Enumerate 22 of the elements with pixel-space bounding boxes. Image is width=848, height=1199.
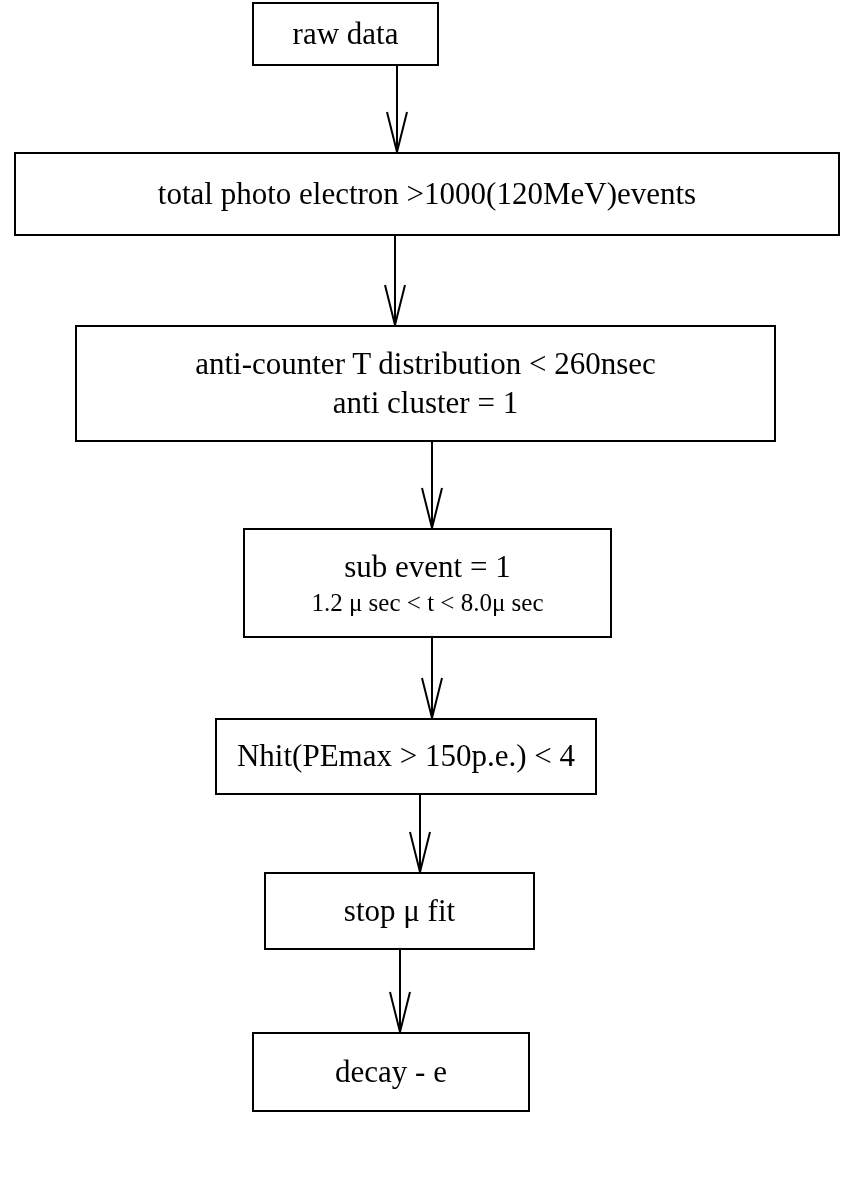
process-box xyxy=(264,872,535,950)
box-label: decay - e xyxy=(335,1052,447,1091)
process-box xyxy=(252,1032,530,1112)
box-label: total photo electron >1000(120MeV)events xyxy=(157,174,697,213)
process-box xyxy=(252,2,439,66)
box-label: anti-counter T distribution < 260nsec xyxy=(195,344,656,383)
arrow xyxy=(384,235,406,326)
box-label: sub event = 1 xyxy=(344,548,511,586)
arrow xyxy=(386,65,408,153)
box-label: Nhit(PEmax > 150p.e.) < 4 xyxy=(236,737,575,776)
arrow xyxy=(389,949,411,1033)
arrow xyxy=(409,794,431,873)
process-box xyxy=(215,718,597,795)
process-box xyxy=(14,152,840,236)
box-label: 1.2 μ sec < t < 8.0μ sec xyxy=(311,587,544,618)
box-label: raw data xyxy=(292,14,399,53)
process-box xyxy=(243,528,612,638)
box-label: anti cluster = 1 xyxy=(332,383,519,422)
box-label: stop μ fit xyxy=(343,891,456,930)
arrow xyxy=(421,441,443,529)
arrow xyxy=(421,637,443,719)
process-box xyxy=(75,325,776,442)
